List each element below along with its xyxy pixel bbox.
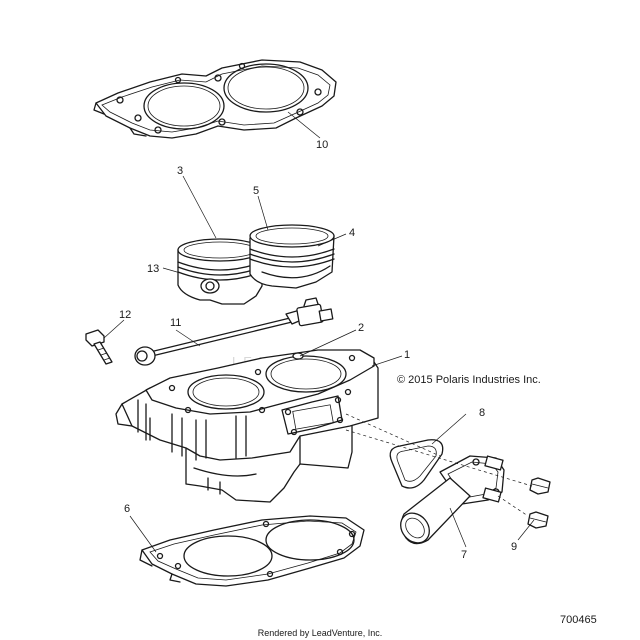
callout-5[interactable]: 5	[253, 185, 259, 197]
callout-3[interactable]: 3	[177, 165, 183, 177]
callout-12[interactable]: 12	[119, 309, 131, 321]
bolt-12[interactable]	[85, 329, 113, 365]
screw-upper[interactable]	[529, 477, 551, 495]
callout-10[interactable]: 10	[316, 139, 328, 151]
callout-13[interactable]: 13	[147, 263, 159, 275]
callout-8[interactable]: 8	[479, 407, 485, 419]
thermostat-housing[interactable]	[395, 455, 505, 549]
callout-11[interactable]: 11	[170, 317, 181, 329]
callout-4[interactable]: 4	[349, 227, 355, 239]
callout-9[interactable]: 9	[511, 541, 517, 553]
copyright-text: © 2015 Polaris Industries Inc.	[397, 374, 541, 386]
diagram-id: 700465	[560, 614, 597, 626]
screw-lower[interactable]	[527, 511, 549, 529]
callout-2[interactable]: 2	[358, 322, 364, 334]
leader-lines	[103, 111, 535, 553]
piston-left[interactable]	[177, 238, 263, 305]
callout-7[interactable]: 7	[461, 549, 467, 561]
temperature-sensor[interactable]	[134, 297, 334, 366]
head-gasket[interactable]	[93, 59, 337, 139]
piston-right[interactable]	[249, 224, 335, 289]
callout-numbers: 10 3 5 4 13 12 11 2 1 8 6 9 7	[119, 139, 517, 561]
cylinder-block[interactable]	[115, 349, 379, 503]
footer-credit: Rendered by LeadVenture, Inc.	[258, 628, 383, 638]
callout-1[interactable]: 1	[404, 349, 410, 361]
outlet-gasket[interactable]	[389, 439, 444, 489]
callout-6[interactable]: 6	[124, 503, 130, 515]
base-gasket[interactable]	[139, 515, 365, 587]
